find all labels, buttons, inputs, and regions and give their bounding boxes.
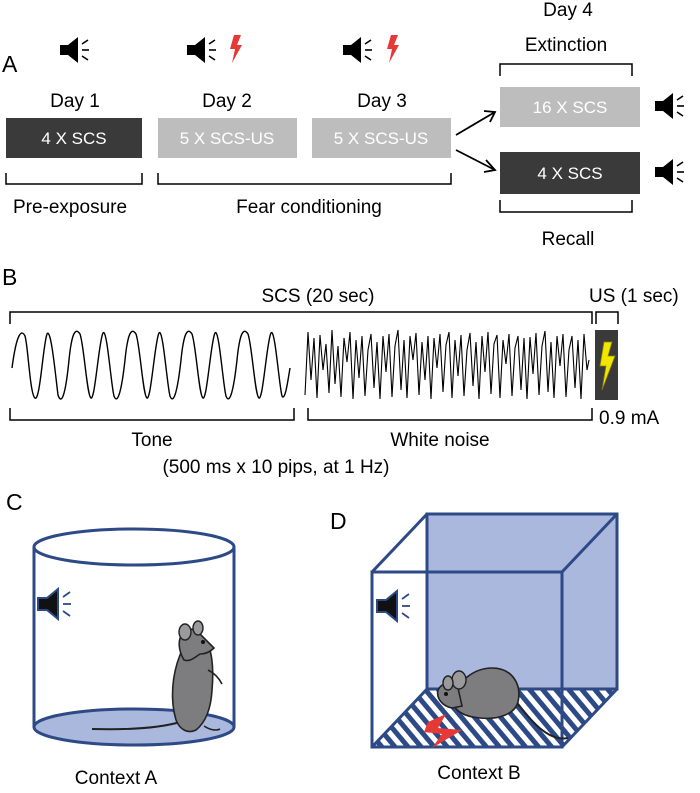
day3-box-label: 5 X SCS-US xyxy=(334,129,428,148)
lightning-icon xyxy=(599,341,616,391)
panel-c-label: C xyxy=(6,489,23,515)
extinction-label: Extinction xyxy=(525,35,607,56)
shock-bolt-icon xyxy=(424,714,462,748)
tone-label: Tone xyxy=(131,430,172,451)
speaker-icon xyxy=(37,588,72,620)
tone-waveform xyxy=(11,330,291,400)
day3-box xyxy=(312,118,451,158)
white-noise-bracket xyxy=(307,408,593,421)
speaker-icon xyxy=(654,92,685,120)
day2-box-label: 5 X SCS-US xyxy=(180,129,274,148)
day1-box xyxy=(6,118,142,158)
day4-label: Day 4 xyxy=(543,0,593,21)
panel-b-label: B xyxy=(2,264,17,290)
shock-bolt-icon xyxy=(387,35,399,63)
pre-exposure-bracket xyxy=(5,173,143,185)
tone-bracket xyxy=(9,408,295,421)
shock-bolt-icon xyxy=(230,35,242,63)
speaker-icon xyxy=(186,36,217,64)
scs-bracket xyxy=(9,311,593,324)
extinction-box xyxy=(500,87,640,127)
context-a-label: Context A xyxy=(75,768,158,789)
scs-duration-label: SCS (20 sec) xyxy=(262,286,375,307)
white-noise-waveform xyxy=(304,329,590,400)
panel-d-label: D xyxy=(330,508,347,534)
context-b-label: Context B xyxy=(437,763,520,784)
day2-box xyxy=(158,118,297,158)
white-noise-label: White noise xyxy=(390,430,489,451)
extinction-bracket xyxy=(499,63,633,76)
recall-box-label: 4 X SCS xyxy=(537,164,602,183)
tone-detail-label: (500 ms x 10 pips, at 1 Hz) xyxy=(162,457,389,478)
context-a-cylinder xyxy=(32,527,236,747)
us-duration-label: US (1 sec) xyxy=(589,286,679,307)
speaker-icon xyxy=(654,158,685,186)
day3-label: Day 3 xyxy=(357,91,407,112)
rat-illustration xyxy=(91,620,223,733)
pre-exposure-label: Pre-exposure xyxy=(13,197,127,218)
extinction-box-label: 16 X SCS xyxy=(533,98,608,117)
rat-illustration xyxy=(436,667,569,740)
recall-label: Recall xyxy=(542,229,595,250)
day2-label: Day 2 xyxy=(202,91,252,112)
day1-label: Day 1 xyxy=(50,91,100,112)
panel-a-label: A xyxy=(2,51,18,77)
recall-bracket xyxy=(499,200,633,213)
fear-conditioning-label: Fear conditioning xyxy=(236,197,382,218)
arrow-to-recall xyxy=(455,149,497,173)
speaker-icon xyxy=(376,590,411,622)
us-bracket xyxy=(595,311,619,324)
speaker-icon xyxy=(59,36,90,64)
day1-box-label: 4 X SCS xyxy=(41,129,106,148)
current-label: 0.9 mA xyxy=(599,408,660,429)
speaker-icon xyxy=(342,36,373,64)
recall-box xyxy=(500,152,640,194)
fear-conditioning-bracket xyxy=(157,173,452,185)
arrow-to-extinction xyxy=(455,110,497,136)
